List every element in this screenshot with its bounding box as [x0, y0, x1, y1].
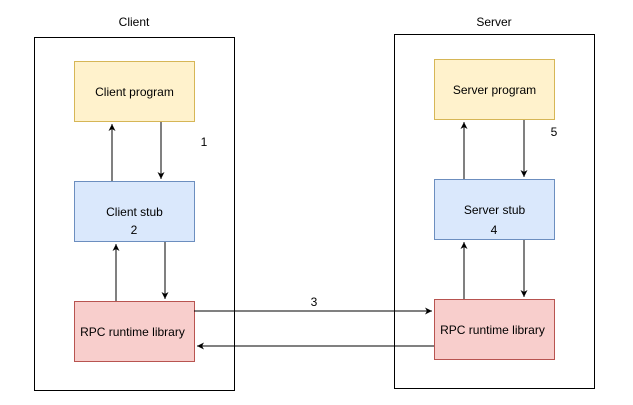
- step-5-label: 5: [551, 125, 558, 139]
- server-program-box: Server program: [434, 59, 555, 120]
- server-title: Server: [476, 15, 511, 29]
- server-program-label: Server program: [453, 83, 536, 97]
- client-container: [34, 37, 235, 391]
- step-4-label: 4: [491, 223, 498, 237]
- server-stub-label: Server stub: [464, 203, 526, 217]
- client-title: Client: [119, 15, 150, 29]
- server-runtime-label: RPC runtime library: [440, 323, 545, 337]
- server-runtime-box: RPC runtime library: [434, 299, 555, 360]
- server-container: [394, 34, 595, 389]
- client-program-box: Client program: [74, 61, 195, 122]
- client-program-label: Client program: [95, 85, 174, 99]
- client-stub-label: Client stub: [106, 205, 163, 219]
- step-3-label: 3: [311, 295, 318, 309]
- client-runtime-label: RPC runtime library: [80, 325, 185, 339]
- server-stub-box: Server stub: [434, 179, 555, 240]
- step-2-label: 2: [131, 223, 138, 237]
- step-1-label: 1: [201, 135, 208, 149]
- client-stub-box: Client stub: [74, 181, 195, 242]
- client-runtime-box: RPC runtime library: [74, 301, 195, 362]
